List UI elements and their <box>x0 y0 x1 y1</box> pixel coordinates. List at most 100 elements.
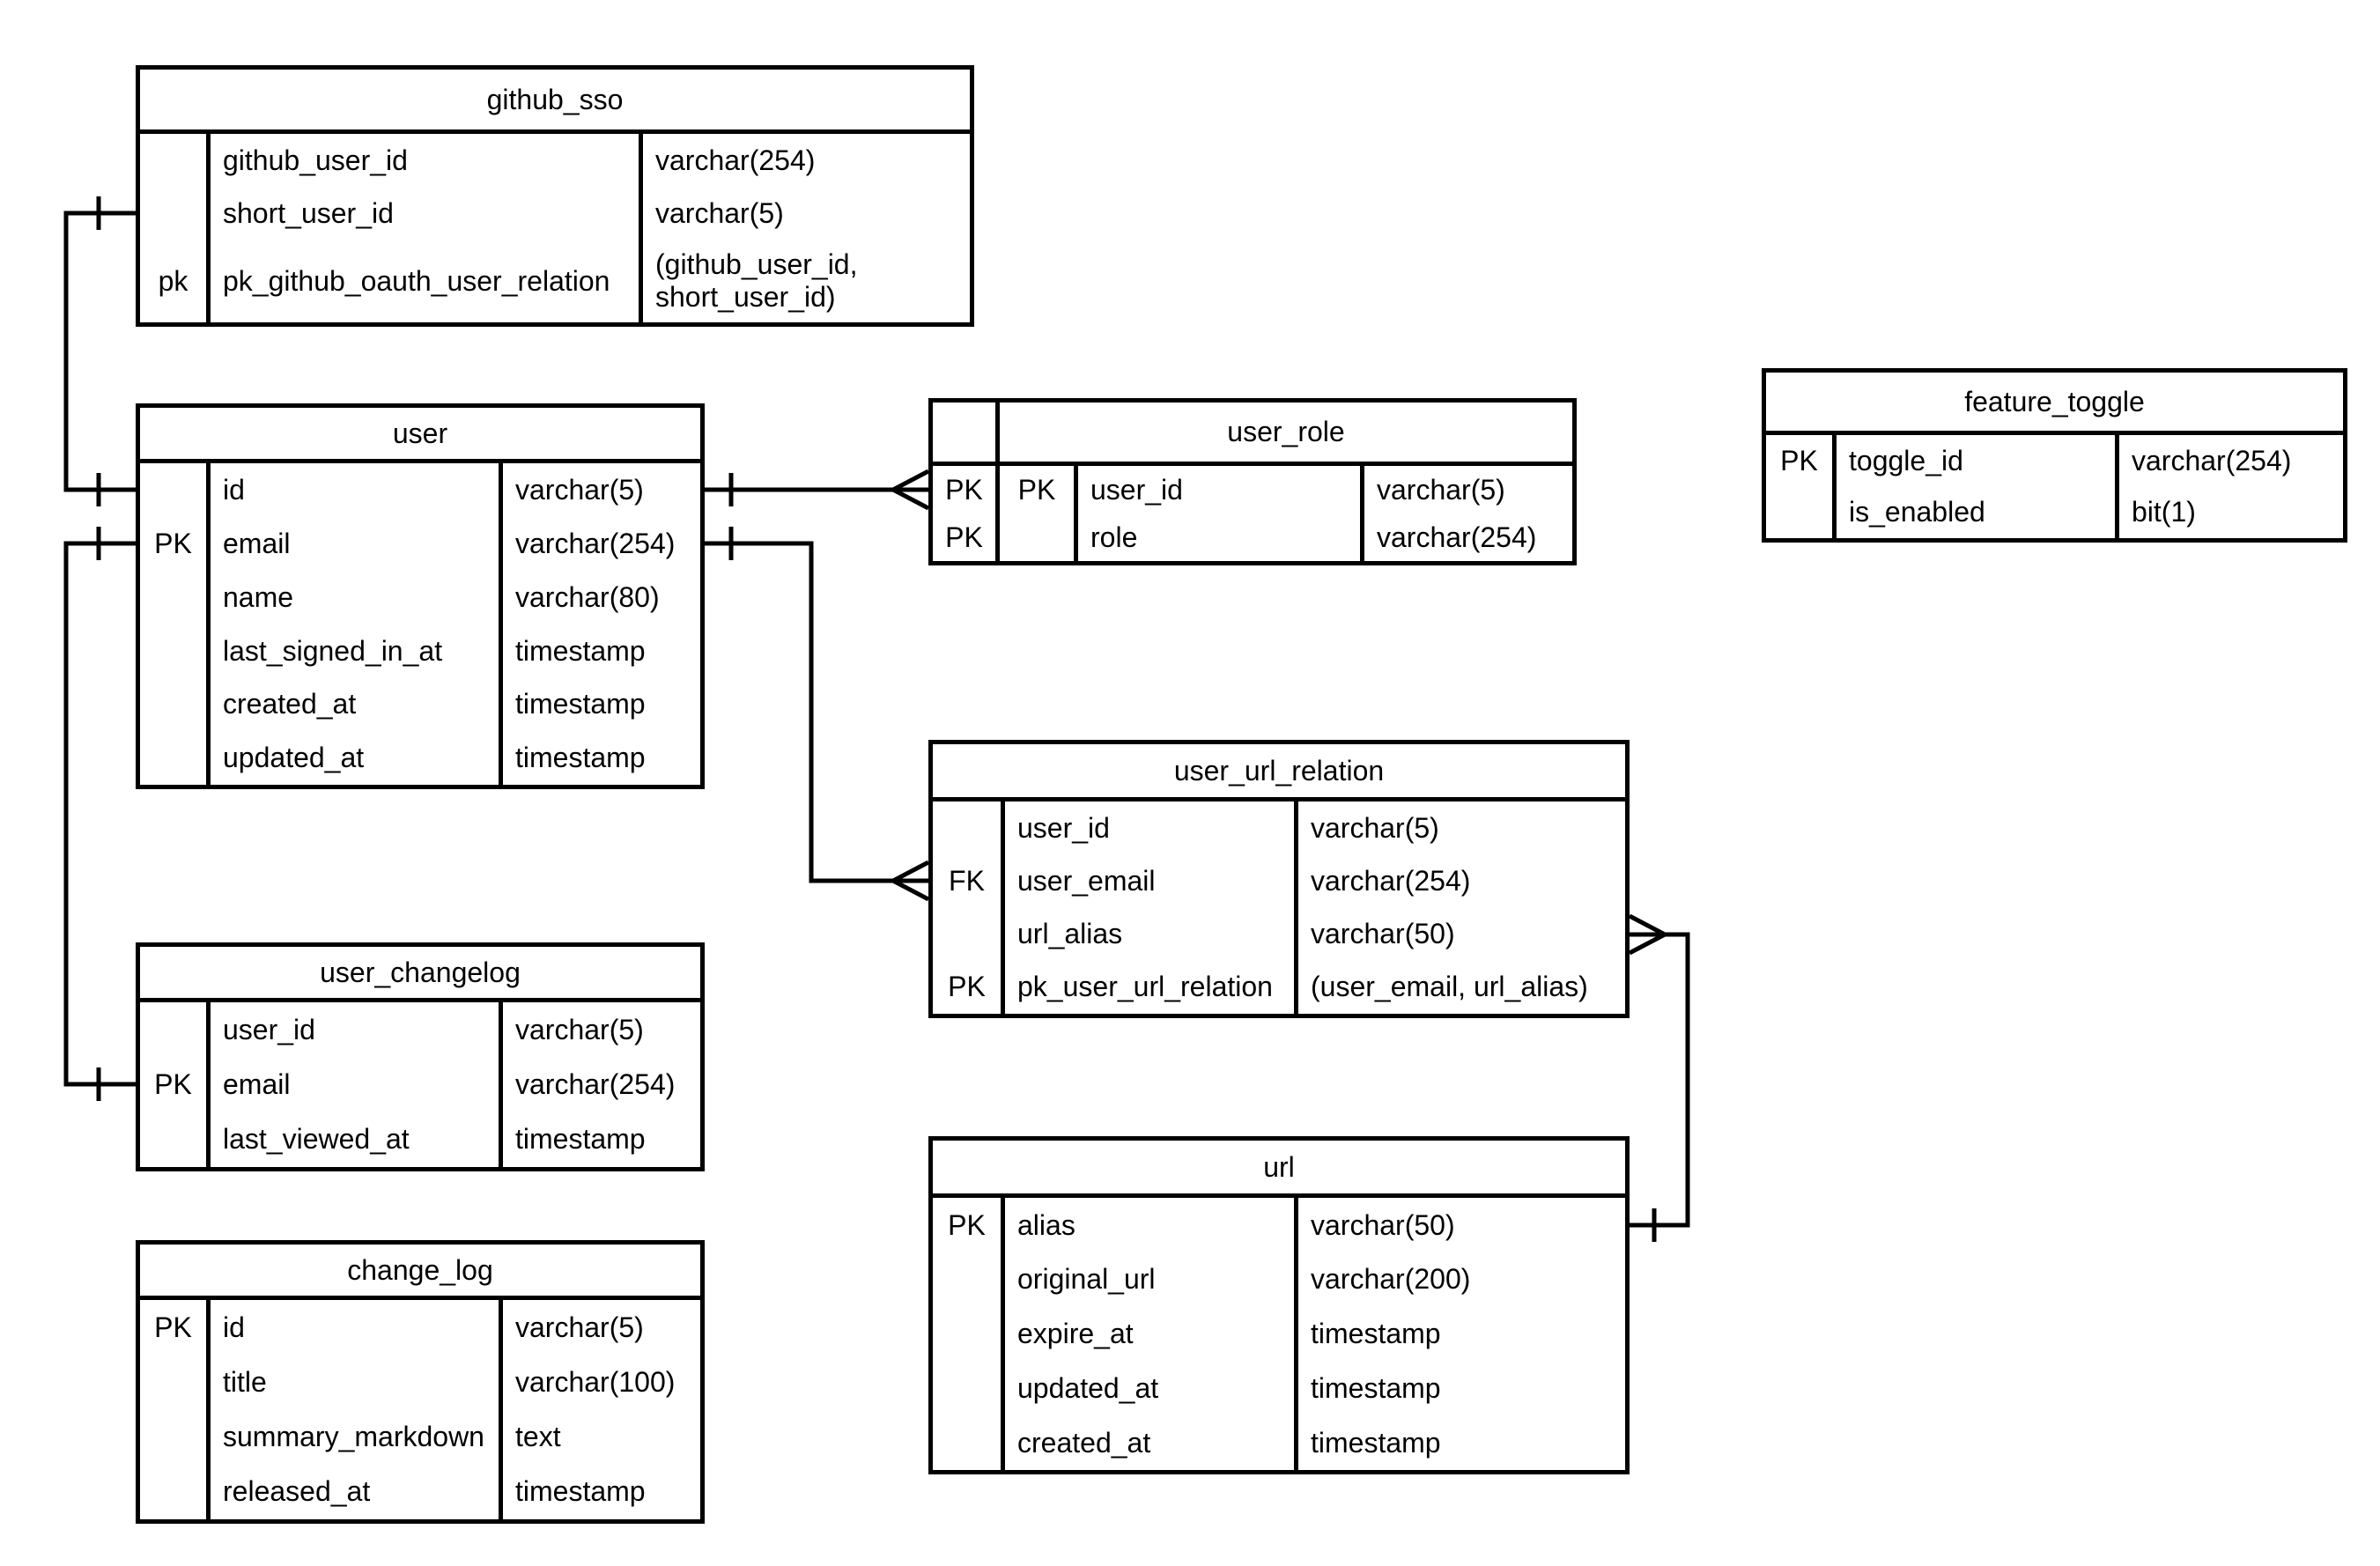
crow-foot-many <box>891 860 930 902</box>
relationship-line <box>63 541 136 1087</box>
key-cell <box>933 801 1001 854</box>
table-feature_toggle[interactable]: feature_toggle PK toggle_id varchar(254)… <box>1762 368 2347 543</box>
column-name-cell: last_signed_in_at <box>206 624 503 678</box>
relationship-user_url_relation-url[interactable] <box>1628 913 1690 1242</box>
key-cell: PK <box>948 971 986 1003</box>
table-body: PK id varchar(5) title varchar(100) summ… <box>140 1300 700 1519</box>
column-type-cell: timestamp <box>1311 1318 1441 1350</box>
key-cell: pk <box>158 264 188 297</box>
column-name-cell: id <box>206 463 503 517</box>
column-type-cell: varchar(50) <box>1311 1208 1455 1241</box>
key-cell <box>140 731 206 785</box>
key-cell <box>1000 513 1074 561</box>
column-type-cell: varchar(5) <box>515 1013 644 1045</box>
column-name-cell: is_enabled <box>1832 486 2119 538</box>
column-type-cell: varchar(5) <box>515 474 644 506</box>
column-type-cell: timestamp <box>515 688 646 720</box>
table-user_role[interactable]: user_role PK PK user_id varchar(5) PK ro… <box>928 398 1577 565</box>
column-type-cell: varchar(100) <box>515 1365 676 1398</box>
key-cell <box>933 1252 1001 1307</box>
key-cell: PK <box>1780 444 1818 476</box>
key-cell <box>933 1415 1001 1470</box>
table-user_url_relation[interactable]: user_url_relation user_id varchar(5) FK … <box>928 740 1630 1018</box>
column-name-cell: user_id <box>1001 801 1298 855</box>
column-name-cell: url_alias <box>1001 907 1298 961</box>
relationship-user-user_changelog[interactable] <box>63 527 136 1101</box>
key-cell <box>933 1361 1001 1415</box>
key-cell: PK <box>1017 473 1056 506</box>
table-user_changelog[interactable]: user_changelog user_id varchar(5) PK ema… <box>136 942 705 1171</box>
column-name-cell: role <box>1074 513 1364 561</box>
key-cell <box>140 1112 206 1167</box>
relationship-line <box>705 541 893 883</box>
table-title: user_changelog <box>140 947 700 1002</box>
key-cell: PK <box>154 1311 192 1343</box>
column-type-cell: varchar(254) <box>1311 864 1471 897</box>
relationship-user-user_role[interactable] <box>705 469 930 511</box>
column-type-cell: timestamp <box>515 742 646 774</box>
key-cell <box>140 677 206 731</box>
table-body: github_user_id varchar(254) short_user_i… <box>140 134 970 322</box>
column-name-cell: updated_at <box>1001 1361 1298 1416</box>
column-type-cell: text <box>515 1421 561 1453</box>
column-name-cell: title <box>206 1355 503 1410</box>
column-type-cell: varchar(5) <box>515 1311 644 1343</box>
column-name-cell: short_user_id <box>206 187 643 240</box>
table-title: github_sso <box>140 70 970 134</box>
header-key-spacer <box>933 403 1000 462</box>
key-cell <box>933 1307 1001 1362</box>
table-body: PK alias varchar(50) original_url varcha… <box>933 1198 1625 1470</box>
table-github_sso[interactable]: github_sso github_user_id varchar(254) s… <box>136 65 974 327</box>
key-cell: FK <box>949 864 985 897</box>
column-type-cell: varchar(254) <box>655 144 816 176</box>
column-name-cell: pk_github_oauth_user_relation <box>206 240 643 322</box>
column-name-cell: toggle_id <box>1832 435 2119 487</box>
column-type-cell: varchar(5) <box>1377 473 1505 506</box>
table-body: PK toggle_id varchar(254) is_enabled bit… <box>1766 435 2343 538</box>
table-url[interactable]: url PK alias varchar(50) original_url va… <box>928 1136 1630 1474</box>
key-cell <box>140 1355 206 1409</box>
table-user[interactable]: user id varchar(5) PK email varchar(254)… <box>136 403 705 789</box>
outer-key-cell: PK <box>933 466 1000 513</box>
key-cell: PK <box>154 527 192 559</box>
table-change_log[interactable]: change_log PK id varchar(5) title varcha… <box>136 1240 705 1524</box>
outer-key-cell: PK <box>933 513 1000 561</box>
table-title: user <box>140 408 700 463</box>
column-name-cell: summary_markdown <box>206 1409 503 1465</box>
column-type-cell: varchar(200) <box>1311 1263 1471 1296</box>
column-type-cell: timestamp <box>515 634 646 667</box>
relationship-github_sso-user[interactable] <box>63 196 136 506</box>
column-name-cell: created_at <box>1001 1415 1298 1470</box>
key-cell <box>1766 487 1832 539</box>
column-name-cell: released_at <box>206 1464 503 1519</box>
relationship-user-user_url_relation[interactable] <box>705 527 930 902</box>
column-name-cell: user_email <box>1001 854 1298 908</box>
column-name-cell: github_user_id <box>206 134 643 187</box>
column-name-cell: last_viewed_at <box>206 1112 503 1167</box>
column-type-cell: varchar(5) <box>1311 811 1439 844</box>
column-name-cell: original_url <box>1001 1252 1298 1307</box>
table-title: change_log <box>140 1245 700 1300</box>
column-type-cell: varchar(50) <box>1311 918 1455 950</box>
column-name-cell: email <box>206 516 503 571</box>
crow-foot-many <box>1628 913 1667 956</box>
table-title: user_url_relation <box>933 744 1625 801</box>
column-name-cell: name <box>206 570 503 624</box>
table-header-row: user_role <box>933 403 1572 466</box>
table-body: user_id varchar(5) FK user_email varchar… <box>933 801 1625 1014</box>
key-cell <box>140 463 206 517</box>
table-body: id varchar(5) PK email varchar(254) name… <box>140 463 700 785</box>
column-type-cell: varchar(5) <box>655 196 784 229</box>
column-type-cell: varchar(254) <box>515 527 676 559</box>
key-cell <box>140 1410 206 1465</box>
key-cell <box>140 187 206 240</box>
column-type-cell: timestamp <box>1311 1426 1441 1459</box>
key-cell: PK <box>948 1208 986 1241</box>
table-title: feature_toggle <box>1766 373 2343 435</box>
column-type-cell: timestamp <box>1311 1371 1441 1404</box>
table-body: PK PK user_id varchar(5) PK role varchar… <box>933 466 1572 561</box>
key-cell <box>933 908 1001 961</box>
column-name-cell: alias <box>1001 1198 1298 1252</box>
